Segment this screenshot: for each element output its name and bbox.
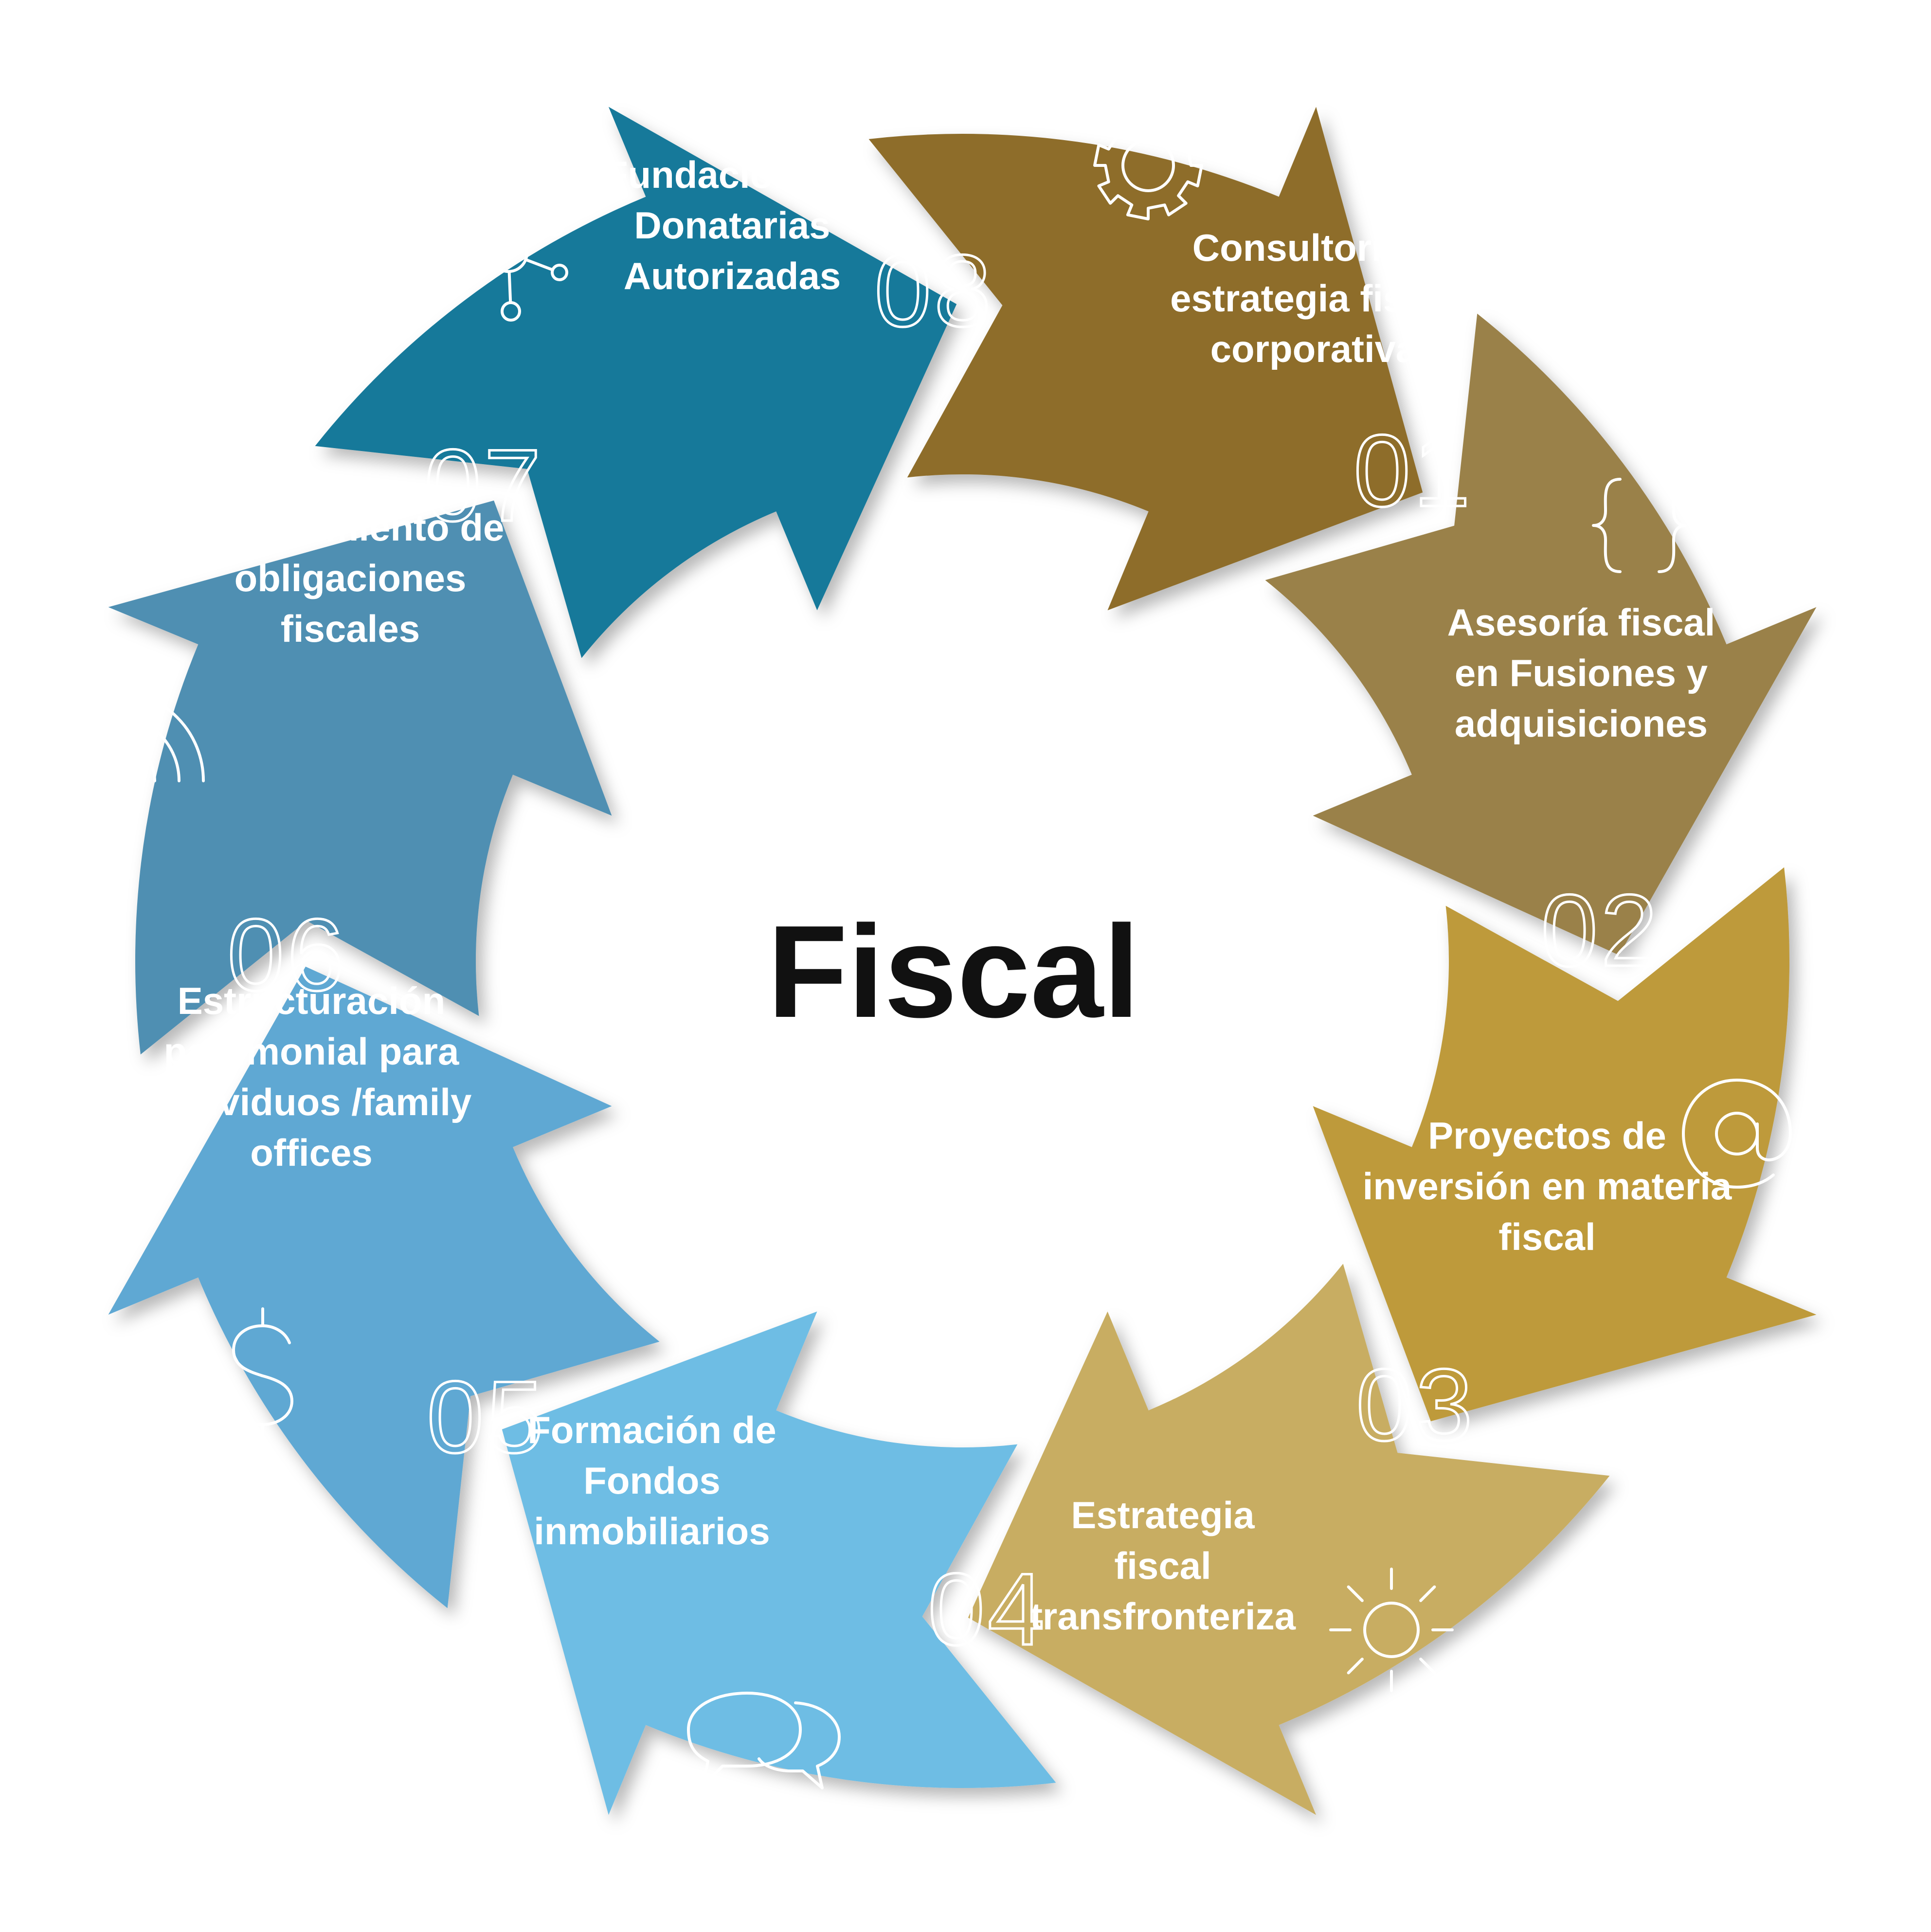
- segment-05-label-line: Fondos: [583, 1459, 721, 1502]
- segment-03-number: 03: [1356, 1348, 1476, 1462]
- network-icon: [450, 178, 568, 322]
- segment-arrow-07: [108, 500, 612, 1055]
- segment-06-label-line: patrimonial para: [164, 1030, 459, 1073]
- segment-01-label-line: Consultoría y: [1192, 226, 1435, 269]
- segment-01-label-line: corporativa: [1210, 327, 1417, 370]
- segment-02-number: 02: [1541, 873, 1660, 988]
- segment-03-label-line: inversión en materia: [1363, 1165, 1732, 1208]
- segment-02: Asesoría fiscal en Fusiones y adquisicione…: [1447, 478, 1715, 989]
- segment-07-number: 07: [424, 428, 544, 542]
- segment-arrow-02: [1265, 313, 1817, 956]
- segment-arrow-08: [315, 107, 957, 658]
- segment-06-label-line: individuos /family: [151, 1081, 472, 1123]
- segment-07: Cumplimiento de obligaciones fiscales 07: [112, 427, 544, 793]
- segment-03-label-line: Proyectos de: [1428, 1114, 1666, 1157]
- segment-07-label-line: fiscales: [281, 607, 420, 650]
- segment-06-label-line: offices: [250, 1131, 372, 1174]
- segment-05-label-line: Formación de: [527, 1408, 776, 1451]
- segment-08-label-line: Donatarias: [634, 204, 830, 247]
- segment-06-label-line: Estructuración: [178, 979, 445, 1022]
- braces-icon: [1592, 478, 1687, 573]
- segment-08-number: 08: [874, 234, 994, 348]
- segment-02-label-line: en Fusiones y: [1455, 651, 1708, 694]
- chat-bubbles-icon: [687, 1692, 841, 1789]
- dollar-icon: [231, 1307, 293, 1442]
- content-layer: Consultoría y estrategia fiscal corporativ…: [112, 110, 1792, 1789]
- segment-02-label-line: Asesoría fiscal: [1447, 601, 1715, 644]
- rss-icon: [112, 689, 205, 793]
- segment-06: Estructuración patrimonial para individuos…: [151, 897, 472, 1442]
- segment-06-number: 06: [227, 898, 347, 1012]
- segment-02-label-line: adquisiciones: [1455, 702, 1708, 745]
- segment-05-number: 05: [427, 1360, 546, 1474]
- segment-01: Consultoría y estrategia fiscal corporativ…: [1093, 110, 1473, 529]
- segment-03: Proyectos de inversión en materia fiscal 03: [1355, 1079, 1792, 1463]
- segment-07-label-line: obligaciones: [235, 557, 467, 599]
- segment-08-label-line: Autorizadas: [624, 254, 841, 297]
- segment-03-label-line: fiscal: [1498, 1215, 1595, 1258]
- segment-07-label-line: Cumplimiento de: [197, 506, 505, 549]
- segment-08-label-line: Fundaciones /: [605, 153, 860, 196]
- segment-arrow-04: [968, 1264, 1610, 1815]
- segment-04-number: 04: [928, 1552, 1047, 1666]
- segment-05-label-line: inmobiliarios: [534, 1510, 770, 1553]
- segment-arrow-06: [108, 966, 660, 1608]
- gear-icon: [1093, 110, 1203, 220]
- segment-04-label-line: fiscal: [1114, 1544, 1211, 1587]
- center-title: Fiscal: [767, 899, 1139, 1045]
- segment-04-label-line: Estrategia: [1071, 1494, 1255, 1536]
- segment-01-number: 01: [1354, 414, 1473, 528]
- at-sign-icon: [1682, 1079, 1792, 1189]
- segments-layer: [108, 107, 1817, 1815]
- segment-arrow-01: [868, 107, 1423, 611]
- segment-05: Formación de Fondos inmobiliarios 05: [426, 1359, 841, 1789]
- segment-04-label-line: transfronteriza: [1030, 1595, 1296, 1638]
- segment-01-label-line: estrategia fiscal: [1170, 277, 1457, 320]
- segment-arrow-03: [1313, 867, 1817, 1422]
- segment-arrow-05: [502, 1311, 1056, 1815]
- sun-icon: [1329, 1568, 1454, 1692]
